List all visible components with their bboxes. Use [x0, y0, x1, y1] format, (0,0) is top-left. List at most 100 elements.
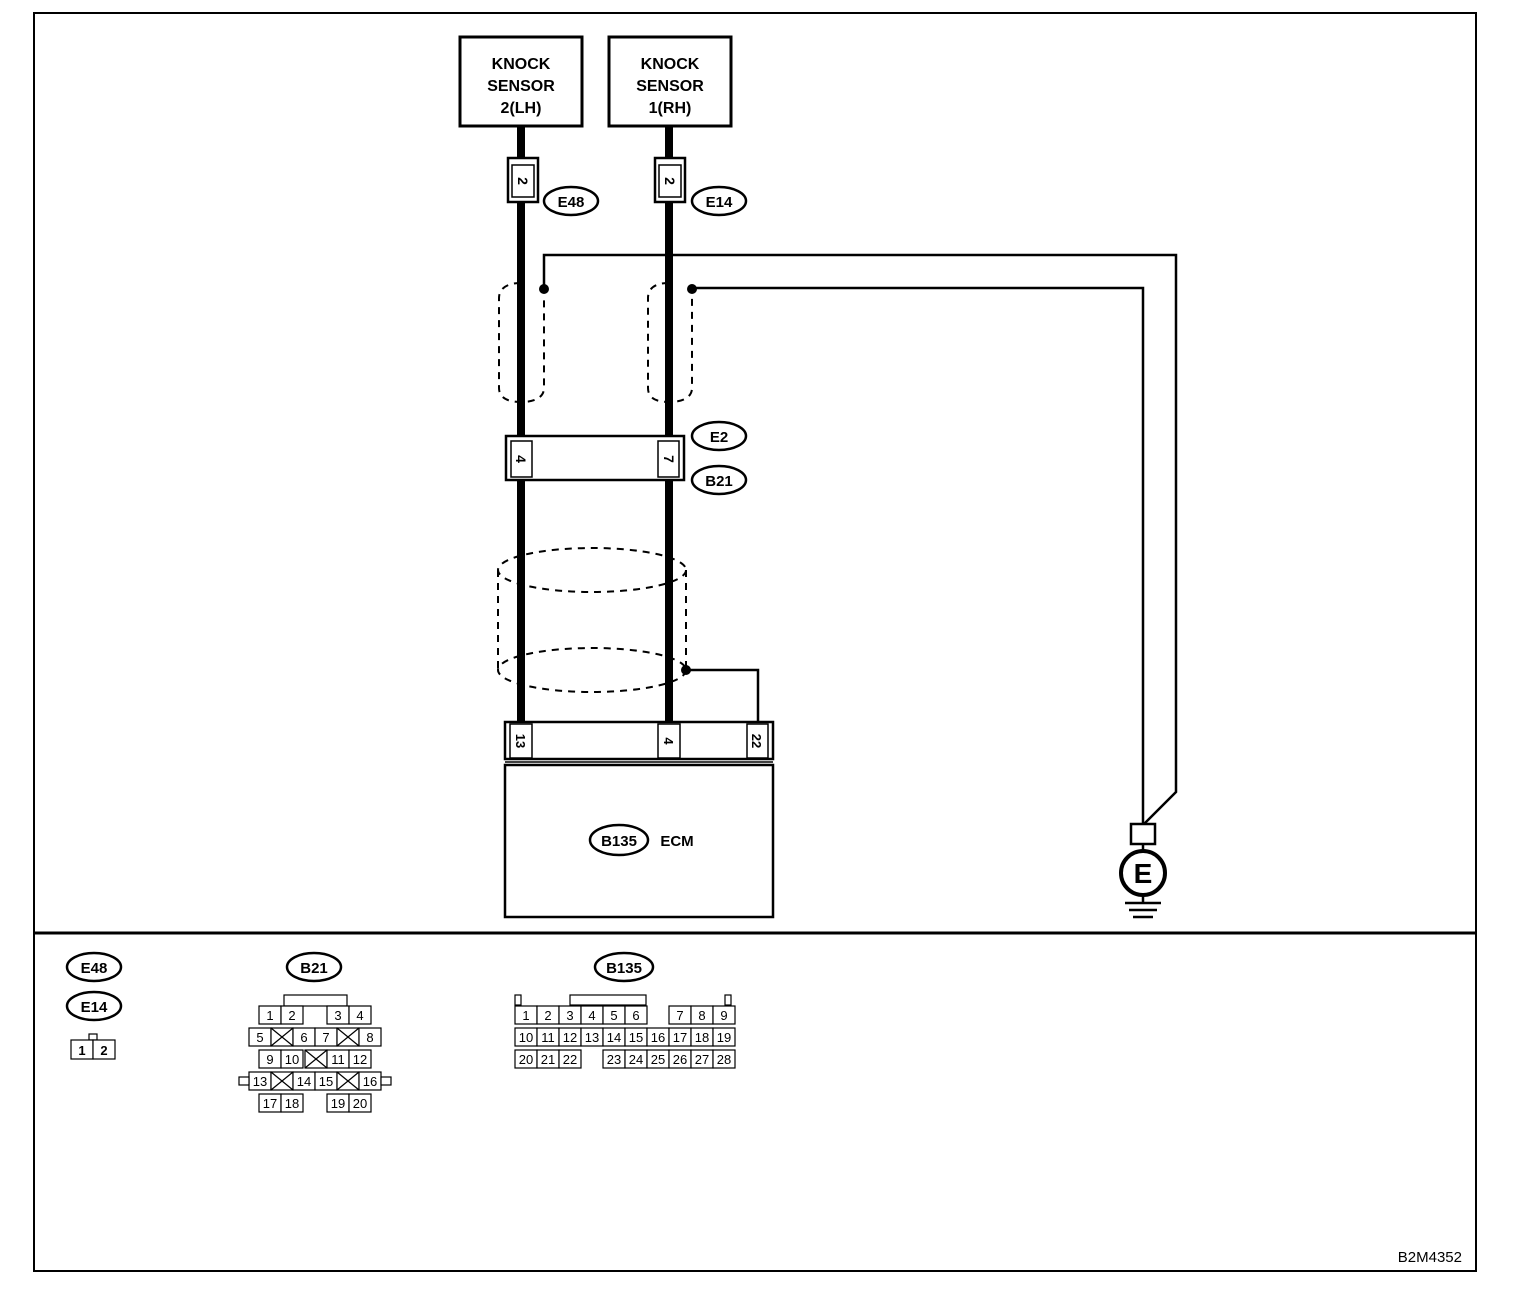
- legend-e14-label: E14: [81, 999, 108, 1016]
- ground-label: E: [1134, 858, 1153, 889]
- e48-pin-label: 2: [515, 177, 531, 185]
- connector-b135-tag: [588, 823, 650, 857]
- blank-cavity-cross: [304, 1049, 328, 1069]
- pin-cell: [280, 1005, 304, 1025]
- legend-b21-pin-7: 7: [322, 1030, 329, 1045]
- legend-e48-e14-connector: 1 2: [70, 1033, 116, 1060]
- ground-symbol: [1119, 822, 1167, 919]
- legend-e48-pin-1: 1: [78, 1043, 85, 1058]
- legend-b135-pin-26: 26: [673, 1052, 687, 1067]
- legend-b21-pin-13: 13: [253, 1074, 267, 1089]
- legend-b21-pin-3: 3: [334, 1008, 341, 1023]
- legend-b21-pin-6: 6: [300, 1030, 307, 1045]
- shield-lh-upper: [498, 282, 545, 404]
- legend-e48-pin-2: 2: [100, 1043, 107, 1058]
- legend-b21-label: B21: [300, 960, 328, 977]
- legend-e14-tag: [65, 990, 123, 1022]
- connector-e2-label: E2: [710, 429, 728, 446]
- legend-b21-pin-20: 20: [353, 1096, 367, 1111]
- pin-cell: [358, 1027, 382, 1047]
- blank-cavity-cross: [336, 1071, 360, 1091]
- legend-e48-tag: [65, 951, 123, 983]
- legend-b135-pin-21: 21: [541, 1052, 555, 1067]
- legend-b135-pin-19: 19: [717, 1030, 731, 1045]
- blank-cavity-cross: [336, 1027, 360, 1047]
- legend-b21-pin-1: 1: [266, 1008, 273, 1023]
- legend-b135-tag: [593, 951, 655, 983]
- legend-b135-pin-11: 11: [541, 1030, 555, 1045]
- pin-cell: [280, 1093, 304, 1113]
- sensor-lh-line1: KNOCK: [492, 56, 551, 73]
- legend-b135-pin-10: 10: [519, 1030, 533, 1045]
- shield-drain-wire-rh: [692, 286, 1145, 824]
- legend-b135-pin-16: 16: [651, 1030, 665, 1045]
- legend-b135-pin-17: 17: [673, 1030, 687, 1045]
- drain-dot-lh: [539, 284, 549, 294]
- legend-b21-pin-17: 17: [263, 1096, 277, 1111]
- figure-code: B2M4352: [1398, 1249, 1462, 1266]
- legend-b135-label: B135: [606, 960, 642, 977]
- connector-e2-tag: [690, 420, 748, 452]
- pin-cell: [558, 1049, 582, 1069]
- ecm-module: 13 4 22: [503, 720, 775, 919]
- legend-b21-pin-10: 10: [285, 1052, 299, 1067]
- diagram-frame: [33, 12, 1477, 1272]
- legend-b21-tag: [285, 951, 343, 983]
- legend-b135-pin-20: 20: [519, 1052, 533, 1067]
- legend-b135-pin-8: 8: [698, 1008, 705, 1023]
- legend-b21-pin-16: 16: [363, 1074, 377, 1089]
- ecm-shield-pin-label: 22: [749, 734, 764, 748]
- sensor-lh-line2: SENSOR: [487, 78, 555, 95]
- pin-cell: [712, 1027, 736, 1047]
- legend-b21-pin-4: 4: [356, 1008, 363, 1023]
- legend-b135-pin-13: 13: [585, 1030, 599, 1045]
- legend-b135-pin-4: 4: [588, 1008, 595, 1023]
- pin-cell: [348, 1005, 372, 1025]
- legend-b21-pin-2: 2: [288, 1008, 295, 1023]
- legend-b21-pin-15: 15: [319, 1074, 333, 1089]
- legend-b135-pin-24: 24: [629, 1052, 643, 1067]
- connector-e48-symbol: 2: [506, 156, 540, 204]
- blank-cavity-cross: [270, 1027, 294, 1047]
- connector-b21-tag: [690, 464, 748, 496]
- legend-b21-pin-19: 19: [331, 1096, 345, 1111]
- legend-b21-pin-14: 14: [297, 1074, 311, 1089]
- legend-b135-pin-22: 22: [563, 1052, 577, 1067]
- shield-drain-wire-lh: [542, 253, 1178, 825]
- legend-b21-pin-5: 5: [256, 1030, 263, 1045]
- connector-b21-label: B21: [705, 473, 733, 490]
- pin-cell: [624, 1005, 648, 1025]
- legend-b135-pin-14: 14: [607, 1030, 621, 1045]
- knock-sensor-2-lh: KNOCK SENSOR 2(LH): [458, 35, 584, 128]
- legend-b21-pin-8: 8: [366, 1030, 373, 1045]
- legend-b135-pin-18: 18: [695, 1030, 709, 1045]
- connector-latch: [380, 1076, 392, 1086]
- connector-e14-tag: [690, 185, 748, 217]
- ecm-lh-pin-label: 13: [513, 734, 528, 748]
- legend-b135-pin-2: 2: [544, 1008, 551, 1023]
- e14-pin-label: 2: [662, 177, 678, 185]
- e2-rh-pin-label: 7: [661, 455, 677, 463]
- legend-b135-pin-23: 23: [607, 1052, 621, 1067]
- drain-dot-rh: [687, 284, 697, 294]
- pin-cell: [348, 1093, 372, 1113]
- legend-b135-pin-28: 28: [717, 1052, 731, 1067]
- sensor-rh-line2: SENSOR: [636, 78, 704, 95]
- legend-b135-pin-25: 25: [651, 1052, 665, 1067]
- legend-b135-pin-15: 15: [629, 1030, 643, 1045]
- legend-b135-pin-7: 7: [676, 1008, 683, 1023]
- pin-cell: [712, 1005, 736, 1025]
- connector-latch: [238, 1076, 250, 1086]
- shield-lower: [497, 547, 687, 693]
- ecm-rh-pin-label: 4: [661, 737, 676, 745]
- knock-sensor-1-rh: KNOCK SENSOR 1(RH): [607, 35, 733, 128]
- connector-e48-label: E48: [558, 194, 585, 211]
- legend-b21-pin-11: 11: [331, 1052, 345, 1067]
- pin-cell: [348, 1049, 372, 1069]
- legend-b135-pin-3: 3: [566, 1008, 573, 1023]
- sensor-rh-line1: KNOCK: [641, 56, 700, 73]
- connector-b135-label: B135: [601, 833, 637, 850]
